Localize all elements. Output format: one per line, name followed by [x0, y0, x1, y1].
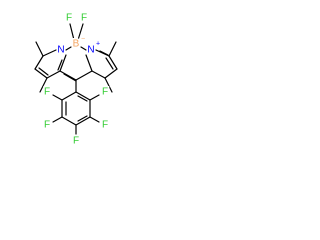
bond — [38, 67, 49, 76]
bond — [59, 70, 77, 81]
bond — [59, 54, 67, 72]
bond — [77, 95, 88, 102]
atom-fluorine: F — [73, 136, 79, 147]
bond — [39, 77, 48, 93]
bond — [34, 68, 48, 79]
bond — [75, 91, 91, 101]
bond — [77, 115, 88, 122]
bond — [105, 57, 114, 70]
atom-nitrogen: N — [87, 45, 94, 56]
bond — [91, 70, 106, 79]
bond — [65, 46, 72, 51]
bond — [108, 41, 117, 57]
bond — [75, 70, 93, 81]
bond — [35, 41, 44, 57]
bond — [108, 55, 118, 70]
bond — [99, 50, 109, 56]
bond — [63, 73, 77, 82]
bond — [69, 23, 75, 41]
bond — [104, 68, 118, 79]
bond — [42, 49, 57, 57]
bond — [52, 94, 63, 101]
atom-fluorine: F — [81, 13, 87, 24]
bond — [61, 91, 77, 101]
atom-fluorine: F — [102, 120, 108, 131]
bond-lines — [34, 23, 118, 135]
bond — [52, 116, 63, 123]
atom-fluorine: F — [44, 87, 50, 98]
atom-nitrogen: N — [57, 45, 64, 56]
bond — [85, 54, 93, 72]
atom-fluorine: F — [44, 120, 50, 131]
bond — [57, 59, 63, 71]
bond — [75, 116, 91, 126]
atom-fluorine: F — [102, 87, 108, 98]
bond — [61, 116, 77, 126]
bond — [104, 77, 113, 93]
bond — [89, 116, 100, 123]
nitrogen-charge: + — [96, 41, 100, 48]
atom-fluorine: F — [66, 13, 72, 24]
bond — [77, 23, 84, 41]
boron-charge: − — [81, 36, 85, 43]
bond — [46, 70, 61, 79]
bond — [80, 46, 87, 51]
bond — [89, 94, 100, 101]
bond — [34, 55, 44, 70]
structure-diagram: F F B − N N + F F F F F — [34, 11, 118, 148]
atom-boron: B — [73, 39, 80, 50]
atom-labels: F F B − N N + F F F F F — [42, 11, 109, 148]
